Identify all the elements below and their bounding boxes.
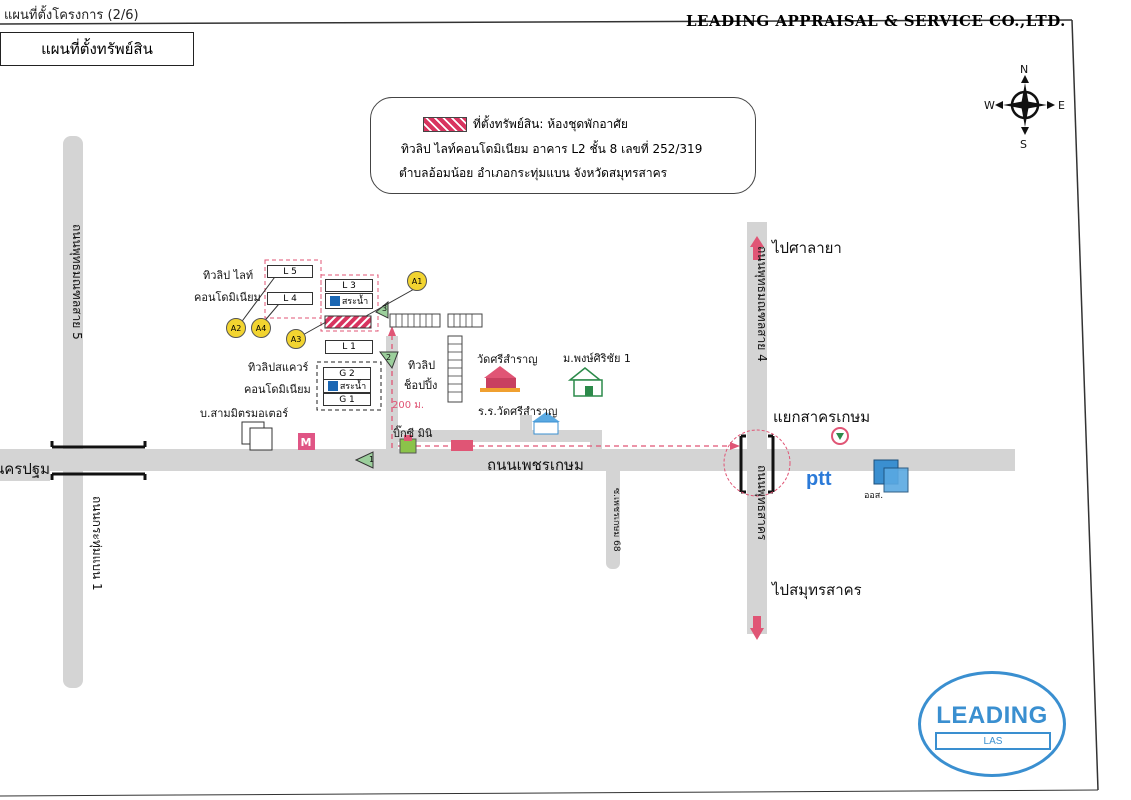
legend-box: ที่ตั้งทรัพย์สิน: ห้องชุดพักอาศัย ทิวลิป… (370, 97, 756, 194)
right-lower-road-label: ถนนพุทธสาคร (755, 465, 769, 541)
to-salaya-label: ไปศาลายา (772, 239, 842, 257)
logo-sub-text: LAS (935, 732, 1051, 750)
compass-n: N (1020, 63, 1029, 76)
pool-2: สระน้ำ (323, 379, 371, 393)
company-name: LEADING APPRAISAL & SERVICE CO.,LTD. (686, 12, 1066, 30)
village-label: ม.พงษ์ศิริชัย 1 (563, 352, 631, 365)
building-l5: L 5 (267, 265, 313, 278)
left-upper-road-label: ถนนพุทธมณฑลสาย 5 (70, 224, 84, 340)
marker-a3: A3 (286, 329, 306, 349)
compass-s: S (1020, 138, 1027, 151)
section-title-box: แผนที่ตั้งทรัพย์สิน (0, 32, 194, 66)
big-c-mini-label: บิ๊กซี มินิ (393, 427, 433, 440)
right-upper-road-label: ถนนพุทธมณฑลสาย 4 (755, 246, 769, 362)
viewpoint-1-label: 1 (369, 455, 375, 464)
viewpoint-1-icon (354, 451, 374, 469)
main-road-label: ถนนเพชรเกษม (487, 456, 584, 474)
village-icon (567, 367, 603, 397)
pool-2-icon (327, 381, 338, 391)
left-lower-road-label: ถนนกระทุ่มแบน 1 (90, 496, 104, 591)
shop-logo-icon (298, 433, 315, 450)
building-l3: L 3 (325, 279, 373, 292)
compass-rose (995, 75, 1055, 135)
ptt-label: ptt (806, 468, 832, 490)
ptt-station-icon (831, 427, 849, 445)
viewpoint-3-label: 3 (382, 304, 388, 313)
temple-icon (480, 366, 520, 392)
leading-logo: LEADING LAS (918, 671, 1066, 777)
pool-1: สระน้ำ (325, 293, 373, 309)
soi-68-road (606, 464, 620, 569)
marker-a1: A1 (407, 271, 427, 291)
building-l4: L 4 (267, 292, 313, 305)
pool-1-icon (329, 296, 340, 306)
compass-e: E (1058, 99, 1065, 112)
school-label: ร.ร.วัดศรีสำราญ (478, 405, 558, 418)
soi-68-label: ซ.เพชรเกษม 68 (611, 488, 621, 552)
legend-swatch (423, 117, 467, 132)
section-title: แผนที่ตั้งทรัพย์สิน (41, 40, 153, 58)
building-l1: L 1 (325, 340, 373, 354)
marker-a4: A4 (251, 318, 271, 338)
intersection-label: แยกสาครเกษม (773, 408, 871, 426)
legend-line-1-text: ที่ตั้งทรัพย์สิน: ห้องชุดพักอาศัย (473, 117, 628, 131)
subject-property-l2 (324, 315, 372, 329)
logo-main-text: LEADING (936, 702, 1048, 729)
legend-line-3: ตำบลอ้อมน้อย อำเภอกระทุ่มแบน จังหวัดสมุท… (399, 166, 668, 180)
viewpoint-2-label: 2 (386, 353, 392, 362)
tulip-square-label-1: ทิวลิปสแควร์ (248, 361, 309, 374)
page-caption: แผนที่ตั้งโครงการ (2/6) (4, 8, 139, 23)
tulip-light-label-2: คอนโดมิเนียม (194, 291, 261, 304)
nakhon-pathom-label: นครปฐม (0, 457, 51, 481)
tulip-light-label-1: ทิวลิป ไลท์ (203, 269, 254, 282)
building-g1: G 1 (323, 393, 371, 406)
wat-label: วัดศรีสำราญ (477, 353, 538, 366)
distance-label: 200 ม. (392, 400, 425, 411)
sammit-motor-label: บ.สามมิตรมอเตอร์ (200, 407, 289, 420)
bank-icon (873, 459, 909, 493)
tulip-shop-label-1: ทิวลิป (408, 359, 436, 372)
marker-a2: A2 (226, 318, 246, 338)
bank-label: ออส. (864, 491, 884, 501)
shophouse-blocks (389, 313, 483, 403)
legend-line-2: ทิวลิป ไลท์คอนโดมิเนียม อาคาร L2 ชั้น 8 … (401, 142, 703, 156)
legend-line-1: ที่ตั้งทรัพย์สิน: ห้องชุดพักอาศัย (423, 115, 628, 134)
arrow-to-salaya (750, 236, 764, 260)
sammit-motor-icon (241, 421, 273, 451)
to-samut-sakhon-label: ไปสมุทรสาคร (772, 581, 862, 599)
tulip-shop-label-2: ช็อปปิ้ง (404, 379, 438, 392)
pink-sign-icon (451, 440, 473, 451)
bridge-left (50, 441, 147, 480)
compass-w: W (984, 99, 995, 112)
tulip-square-label-2: คอนโดมิเนียม (244, 383, 311, 396)
arrow-to-samut-sakhon (750, 616, 764, 640)
viewpoint-2-icon (379, 351, 399, 370)
left-road (63, 136, 83, 688)
svg-text:M: M (301, 436, 312, 449)
right-road (747, 222, 767, 634)
project-access-road (386, 336, 398, 454)
big-c-mini-icon (399, 435, 417, 454)
school-icon (532, 412, 560, 435)
